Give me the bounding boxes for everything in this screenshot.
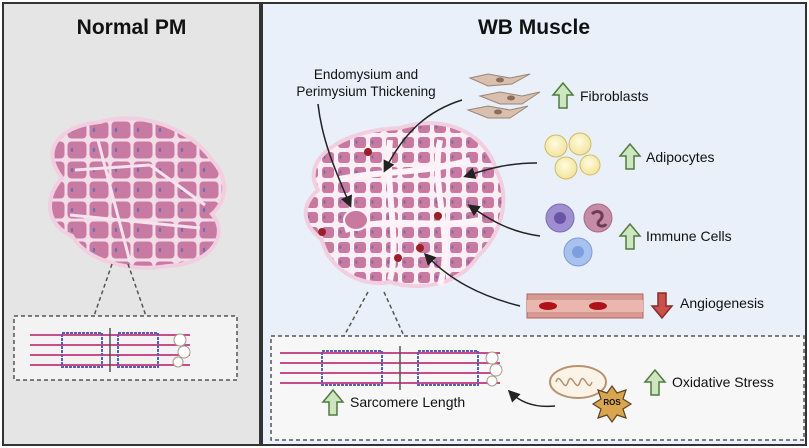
normal-muscle-bundle [47,116,227,270]
immune-cell-group [545,203,613,267]
sarcomere-normal [30,328,191,372]
immune-cells-label: Immune Cells [646,228,732,244]
oxidative-up-arrow [643,368,667,396]
normal-pm-title: Normal PM [76,16,187,39]
oxidative-stress-label: Oxidative Stress [672,374,774,390]
wb-muscle-title: WB Muscle [477,16,590,39]
wb-muscle-bundle [303,121,506,289]
adipocytes-up-arrow [618,142,642,170]
adipocyte-cells [544,132,601,180]
blood-vessel [526,293,644,319]
myofibril-inset-left [13,315,238,381]
endomysium-label-line1: Endomysium and [313,67,419,82]
adipocytes-label: Adipocytes [646,149,715,165]
sarcomere-length-label: Sarcomere Length [350,394,466,410]
endomysium-label: Endomysium and Perimysium Thickening [286,66,446,100]
endomysium-label-line2: Perimysium Thickening [296,84,436,99]
ros-burst [591,384,633,424]
sarcomere-up-arrow [321,388,345,416]
connector-arrows [317,99,556,408]
ros-label: ROS [603,398,621,407]
fibroblasts-label: Fibroblasts [580,88,649,104]
zoom-indicator-left [93,263,147,317]
immune-up-arrow [618,222,642,250]
mitochondrion [549,365,607,399]
fibroblasts-up-arrow [551,81,575,109]
angiogenesis-label: Angiogenesis [680,295,765,311]
fibroblast-cells [466,73,541,119]
sarcomere-elongated [280,346,503,390]
zoom-indicator-right [343,291,405,337]
angiogenesis-down-arrow [650,292,674,320]
